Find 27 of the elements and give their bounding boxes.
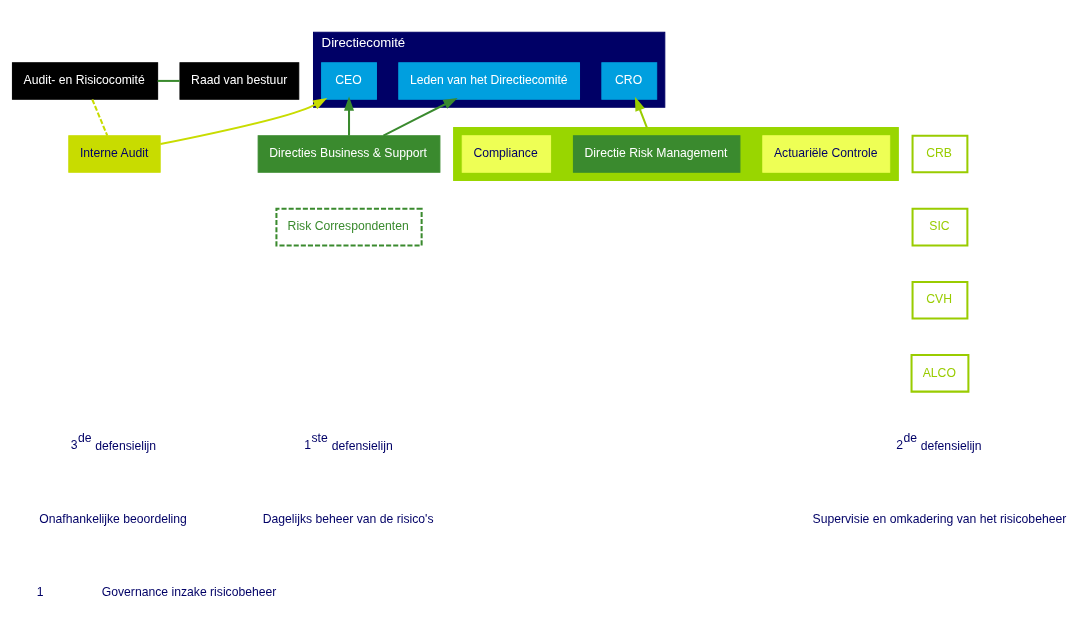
label: Onafhankelijke beoordeling (39, 511, 187, 526)
connector (157, 79, 180, 82)
arrow (634, 96, 648, 128)
node-box: CVH (911, 280, 969, 320)
node-box: Actuariële Controle (762, 134, 891, 173)
node-box: CRO (601, 61, 658, 100)
node-box: ALCO (910, 353, 970, 393)
arrow (382, 97, 458, 136)
node-box: Audit- en Risicocomité (11, 61, 159, 100)
node-box: CEO (321, 61, 377, 100)
cluster (453, 126, 899, 181)
label: 1 (36, 584, 44, 599)
label: Governance inzake risicobeheer (101, 584, 277, 599)
arrow (344, 95, 354, 136)
node-box: Risk Correspondenten (275, 207, 423, 246)
label: Supervisie en omkadering van het risicobeheer (812, 511, 1067, 526)
arrow (160, 97, 328, 145)
node-box: Compliance (461, 134, 552, 173)
label: Dagelijks beheer van de risico's (262, 511, 434, 526)
connector (91, 98, 109, 136)
node-box: Interne Audit (68, 134, 161, 173)
node-box: Directies Business & Support (257, 134, 441, 173)
node-box: Directie Risk Management (572, 134, 741, 173)
node-box: CRB (911, 134, 969, 173)
node-box: SIC (911, 207, 969, 246)
node-box: Leden van het Directiecomité (398, 61, 580, 100)
node-box: Raad van bestuur (179, 61, 300, 100)
